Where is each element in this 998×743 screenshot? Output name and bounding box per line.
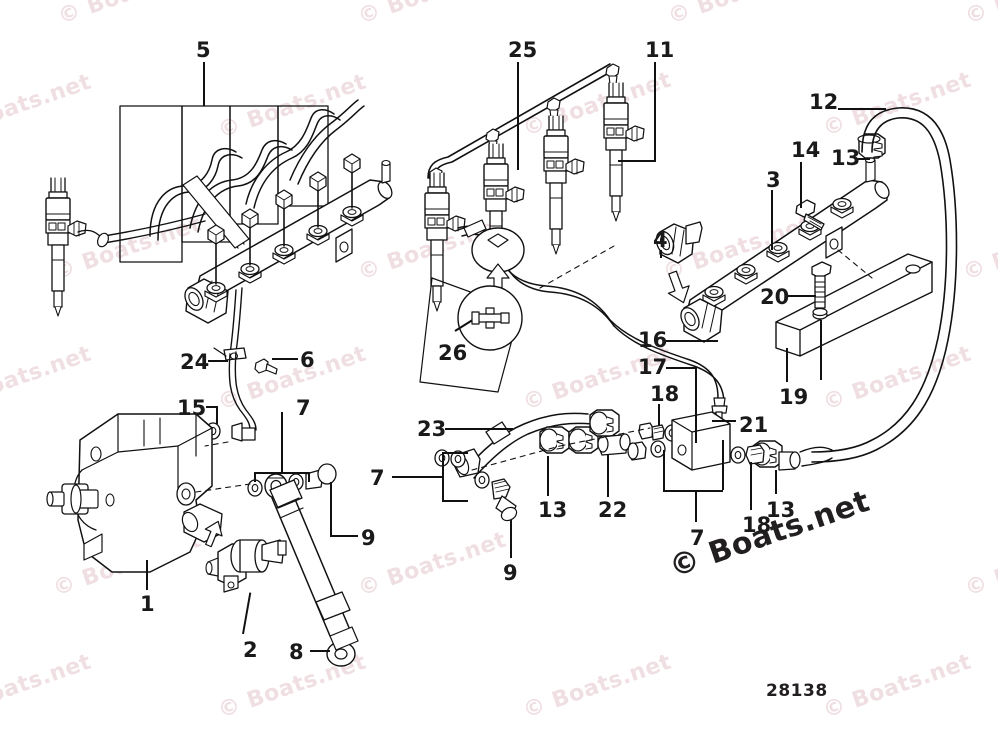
callout-6-16[interactable]: 6	[300, 348, 315, 372]
callout-9-27[interactable]: 9	[503, 561, 518, 585]
leader-15b	[216, 406, 218, 424]
leader-7b-l	[442, 452, 444, 500]
leader-6	[272, 358, 298, 360]
callout-25-1[interactable]: 25	[508, 38, 538, 62]
callout-7-23[interactable]: 7	[690, 526, 705, 550]
leader-11b	[618, 160, 656, 162]
diagram-number: 28138	[766, 681, 828, 701]
leader-18b	[750, 462, 752, 510]
leader-9b	[510, 520, 512, 558]
leader-8	[310, 650, 330, 652]
leader-16	[666, 340, 718, 342]
callout-21-14[interactable]: 21	[739, 413, 769, 437]
leader-24	[208, 360, 228, 362]
callout-7-18[interactable]: 7	[296, 396, 311, 420]
leader-13c	[775, 470, 777, 494]
callout-15-17[interactable]: 15	[177, 396, 207, 420]
leader-15	[206, 406, 218, 408]
callout-7-20[interactable]: 7	[370, 466, 385, 490]
leader-7a	[281, 412, 283, 474]
leader-25	[517, 62, 519, 170]
leader-7a-l	[254, 472, 256, 482]
leader-11	[654, 62, 656, 162]
leader-9a-v	[330, 482, 332, 535]
leader-7c-r	[722, 440, 724, 490]
callout-22-22[interactable]: 22	[598, 498, 628, 522]
callout-19-13[interactable]: 19	[779, 385, 809, 409]
leader-22	[607, 455, 609, 497]
callout-18-12[interactable]: 18	[650, 382, 680, 406]
leader-13b	[547, 456, 549, 496]
callout-26-9[interactable]: 26	[438, 341, 468, 365]
callout-5-0[interactable]: 5	[196, 38, 211, 62]
leader-7c-l	[663, 450, 665, 490]
callout-2-29[interactable]: 2	[243, 638, 258, 662]
callout-23-19[interactable]: 23	[417, 417, 447, 441]
leader-20	[788, 295, 816, 297]
callout-18-24[interactable]: 18	[742, 513, 772, 537]
callout-24-15[interactable]: 24	[180, 350, 210, 374]
leader-21	[712, 420, 736, 422]
callout-16-10[interactable]: 16	[638, 328, 668, 352]
callout-1-28[interactable]: 1	[140, 592, 155, 616]
callout-11-2[interactable]: 11	[645, 38, 675, 62]
leader-18a	[658, 404, 660, 426]
leader-17	[666, 367, 696, 369]
leader-7b-t	[442, 452, 468, 454]
callout-13-25[interactable]: 13	[766, 498, 796, 522]
leader-13a	[856, 158, 870, 160]
leader-19	[786, 348, 788, 382]
leader-19b	[820, 320, 822, 380]
leader-1	[146, 560, 148, 590]
leader-3	[771, 190, 773, 250]
callout-13-21[interactable]: 13	[538, 498, 568, 522]
leader-23	[445, 428, 513, 430]
leader-5	[203, 62, 205, 106]
callout-20-8[interactable]: 20	[760, 285, 790, 309]
leader-7b-b	[442, 500, 468, 502]
leader-7a-top	[254, 472, 310, 474]
leader-7c-t	[663, 490, 723, 492]
callout-12-3[interactable]: 12	[809, 90, 839, 114]
callout-4-7[interactable]: 4	[653, 228, 668, 252]
leader-17b	[695, 367, 697, 443]
callout-8-30[interactable]: 8	[289, 640, 304, 664]
leader-12	[838, 108, 886, 110]
callout-13-5[interactable]: 13	[831, 146, 861, 170]
callout-17-11[interactable]: 17	[638, 355, 668, 379]
leader-7a-r	[308, 472, 310, 482]
leader-7b	[392, 476, 442, 478]
leader-14	[800, 162, 802, 208]
callout-3-6[interactable]: 3	[766, 168, 781, 192]
leader-9a	[330, 535, 358, 537]
leader-7c	[695, 490, 697, 522]
callout-14-4[interactable]: 14	[791, 138, 821, 162]
callout-9-26[interactable]: 9	[361, 526, 376, 550]
leader-4	[660, 250, 662, 258]
